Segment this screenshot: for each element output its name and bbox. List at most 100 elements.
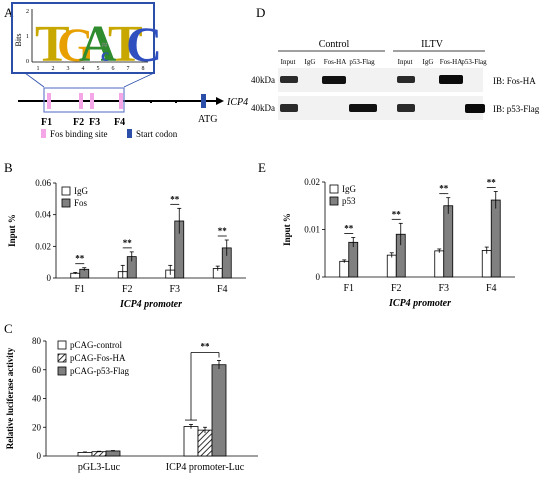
logo-letter-a: A: [79, 16, 117, 73]
logo-letter-c-small: c: [101, 45, 109, 65]
y-tick-label: 0.02: [35, 241, 51, 251]
significance-marker: **: [344, 224, 354, 234]
x-tick-label: ICP4 promoter-Luc: [166, 462, 245, 473]
y-tick-label: 0: [316, 272, 321, 282]
bar-igg: [339, 260, 350, 278]
bar-pcag-p53-flag: [105, 450, 121, 457]
legend-label: IgG: [74, 186, 88, 196]
legend-label: IgG: [342, 184, 356, 194]
site-label-f4: F4: [114, 117, 125, 128]
site-label-f2: F2: [73, 117, 84, 128]
legend-swatch: [61, 186, 71, 196]
band: [465, 104, 485, 113]
significance-marker: **: [201, 342, 211, 352]
group-control-label: Control: [319, 39, 350, 50]
band: [397, 104, 415, 112]
group-iltv-label: ILTV: [421, 39, 444, 50]
sequence-logo: T G A c ≈ T C: [35, 16, 162, 73]
panel-e-letter: E: [258, 160, 266, 175]
x-axis-label: ICP4 promoter: [119, 299, 182, 310]
gene-label: ICP4: [226, 97, 248, 108]
logo-xtick-7: 7: [127, 66, 130, 72]
ib-fos-label: IB: Fos-HA: [493, 76, 536, 86]
bar-p53: [443, 205, 454, 278]
promoter-tick-1: [150, 100, 152, 103]
binding-site-f3: [90, 93, 94, 109]
y-tick-label: 80: [32, 336, 42, 346]
motif-logo-frame: [11, 2, 155, 74]
band: [397, 76, 415, 83]
lane-label-3: Fos-HA: [324, 58, 347, 66]
band: [439, 75, 463, 84]
blot-p53-membrane: [278, 96, 483, 120]
bar-igg: [481, 249, 492, 278]
lane-label-2: IgG: [305, 58, 316, 66]
logo-ytick-1: 1: [26, 34, 29, 40]
lane-label-5: Input: [398, 58, 413, 66]
x-tick-label: pGL3-Luc: [78, 462, 121, 473]
logo-letter-small-stack: ≈: [102, 40, 108, 51]
bar-pcag-control: [77, 452, 93, 457]
significance-marker: **: [439, 184, 449, 194]
y-tick-label: 0: [37, 451, 42, 461]
bar-igg: [386, 254, 397, 278]
band: [280, 76, 298, 83]
lane-label-7: Fos-HA: [440, 58, 463, 66]
site-label-f1: F1: [41, 117, 52, 128]
y-axis-label: Relative luciferase activity: [5, 347, 15, 449]
y-tick-label: 0.04: [35, 210, 51, 220]
logo-xtick-6: 6: [112, 66, 115, 72]
significance-marker: **: [487, 178, 497, 188]
kda-label-2: 40kDa: [251, 103, 275, 113]
lane-label-6: IgG: [423, 58, 434, 66]
panel-d-letter: D: [256, 5, 265, 20]
ib-p53-label: IB: p53-Flag: [493, 104, 540, 114]
y-axis-label: Input %: [7, 214, 17, 247]
panel-b-letter: B: [4, 160, 13, 175]
x-tick-label: F2: [122, 284, 133, 295]
y-tick-label: 0.01: [304, 225, 320, 235]
x-tick-label: F4: [217, 284, 228, 295]
panel-a-letter: A: [4, 5, 14, 20]
logo-letter-t2: T: [108, 16, 143, 73]
logo-xtick-4: 4: [82, 66, 85, 72]
legend-label: pCAG-p53-Flag: [70, 366, 129, 376]
start-codon-marker: [201, 94, 206, 108]
logo-ytick-0: 0: [26, 59, 29, 65]
binding-site-f2: [79, 93, 83, 109]
legend-label: Fos: [74, 198, 88, 208]
legend-fos-swatch: [41, 129, 46, 138]
logo-xtick-3: 3: [67, 66, 70, 72]
y-tick-label: 0.06: [35, 178, 51, 188]
significance-marker: **: [218, 226, 228, 236]
x-tick-label: F1: [343, 283, 354, 294]
x-tick-label: F3: [169, 284, 180, 295]
y-tick-label: 0.02: [304, 177, 320, 187]
promoter-tick-2: [175, 100, 177, 103]
significance-marker: **: [170, 194, 180, 204]
logo-xtick-8: 8: [142, 66, 145, 72]
legend-label: pCAG-Fos-HA: [70, 353, 126, 363]
y-axis-label: Input %: [282, 213, 292, 246]
legend-swatch: [329, 184, 339, 194]
kda-label-1: 40kDa: [251, 75, 275, 85]
atg-label: ATG: [198, 114, 217, 125]
bar-p53: [490, 199, 501, 278]
promoter-arrow: [216, 97, 224, 105]
band: [280, 104, 298, 112]
panel-c-letter: C: [4, 321, 13, 336]
logo-letter-t: T: [35, 16, 70, 73]
legend-swatch: [61, 198, 71, 208]
blot-p53-bands: [280, 104, 485, 113]
y-tick-label: 20: [32, 422, 42, 432]
logo-letter-g: G: [57, 19, 94, 72]
